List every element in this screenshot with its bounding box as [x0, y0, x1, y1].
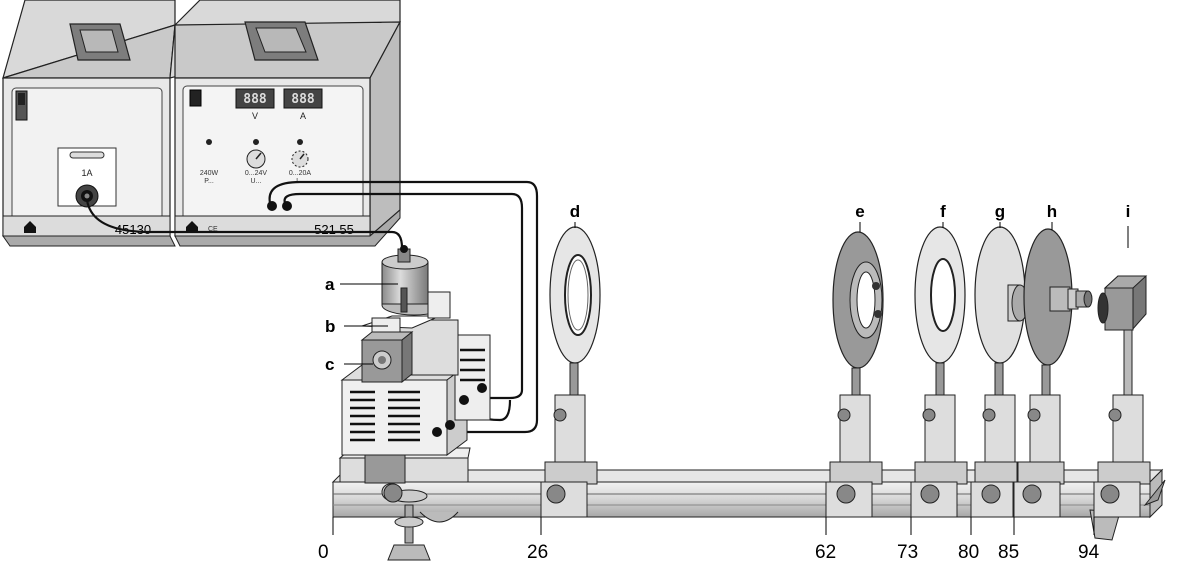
riders	[540, 394, 1151, 518]
voltage-unit-label: V	[252, 111, 258, 121]
cable-outer	[268, 180, 539, 434]
rail-position-80: 80	[958, 542, 979, 563]
svg-text:U...: U...	[251, 178, 262, 185]
power-switch-left[interactable]	[15, 90, 28, 121]
cable-inner	[283, 192, 524, 400]
label-f: f	[940, 202, 946, 221]
ground-icon-left	[24, 221, 36, 233]
svg-text:240W: 240W	[200, 170, 219, 177]
label-h: h	[1047, 202, 1057, 221]
rail-position-62: 62	[815, 542, 836, 563]
label-e: e	[855, 202, 864, 221]
component-i	[1097, 275, 1148, 399]
cable-lamp	[85, 199, 404, 256]
current-display	[283, 88, 323, 109]
label-a: a	[325, 275, 335, 294]
power-supply-right: 888 888 V A 240W P... 0...24V U... 0...2…	[169, 0, 402, 247]
vent-slots	[350, 390, 420, 442]
ground-icon-right	[186, 221, 198, 233]
svg-text:888: 888	[243, 92, 267, 107]
model-label-left: 45130	[115, 222, 151, 237]
rail-position-94: 94	[1078, 542, 1100, 563]
rider-h	[1013, 394, 1065, 518]
rail-position-85: 85	[998, 542, 1019, 563]
rail-position-26: 26	[527, 542, 548, 563]
voltage-display	[235, 88, 275, 109]
output-socket-minus[interactable]	[282, 201, 292, 211]
svg-text:P...: P...	[204, 178, 214, 185]
svg-text:888: 888	[291, 92, 315, 107]
position-ticks	[332, 517, 1095, 535]
power-supply-left: 1A 45130	[2, 0, 176, 247]
ce-mark: CE	[208, 226, 218, 233]
label-c: c	[325, 355, 334, 374]
label-b: b	[325, 317, 335, 336]
current-unit-label: A	[300, 111, 306, 121]
rider-g	[970, 394, 1018, 518]
cables	[85, 180, 539, 434]
component-f	[914, 226, 966, 399]
component-d	[549, 226, 601, 399]
svg-text:0...24V: 0...24V	[245, 170, 268, 177]
label-d: d	[570, 202, 580, 221]
lamp-housing	[338, 245, 491, 503]
component-g	[974, 226, 1029, 399]
model-label-right: 521 55	[314, 222, 354, 237]
output-socket-plus[interactable]	[267, 201, 277, 211]
label-g: g	[995, 202, 1005, 221]
rider-e	[825, 394, 883, 518]
power-switch-right[interactable]	[189, 89, 202, 107]
label-i: i	[1126, 202, 1131, 221]
svg-text:0...20A: 0...20A	[289, 170, 312, 177]
leader-lines	[340, 222, 1129, 365]
rider-i	[1093, 394, 1151, 518]
rider-d	[540, 394, 598, 518]
fuse-label: 1A	[81, 168, 92, 178]
rail-position-73: 73	[897, 542, 918, 563]
rider-f	[910, 394, 968, 518]
rail-position-0: 0	[318, 542, 329, 563]
component-h	[1023, 228, 1093, 399]
component-e	[832, 231, 884, 399]
